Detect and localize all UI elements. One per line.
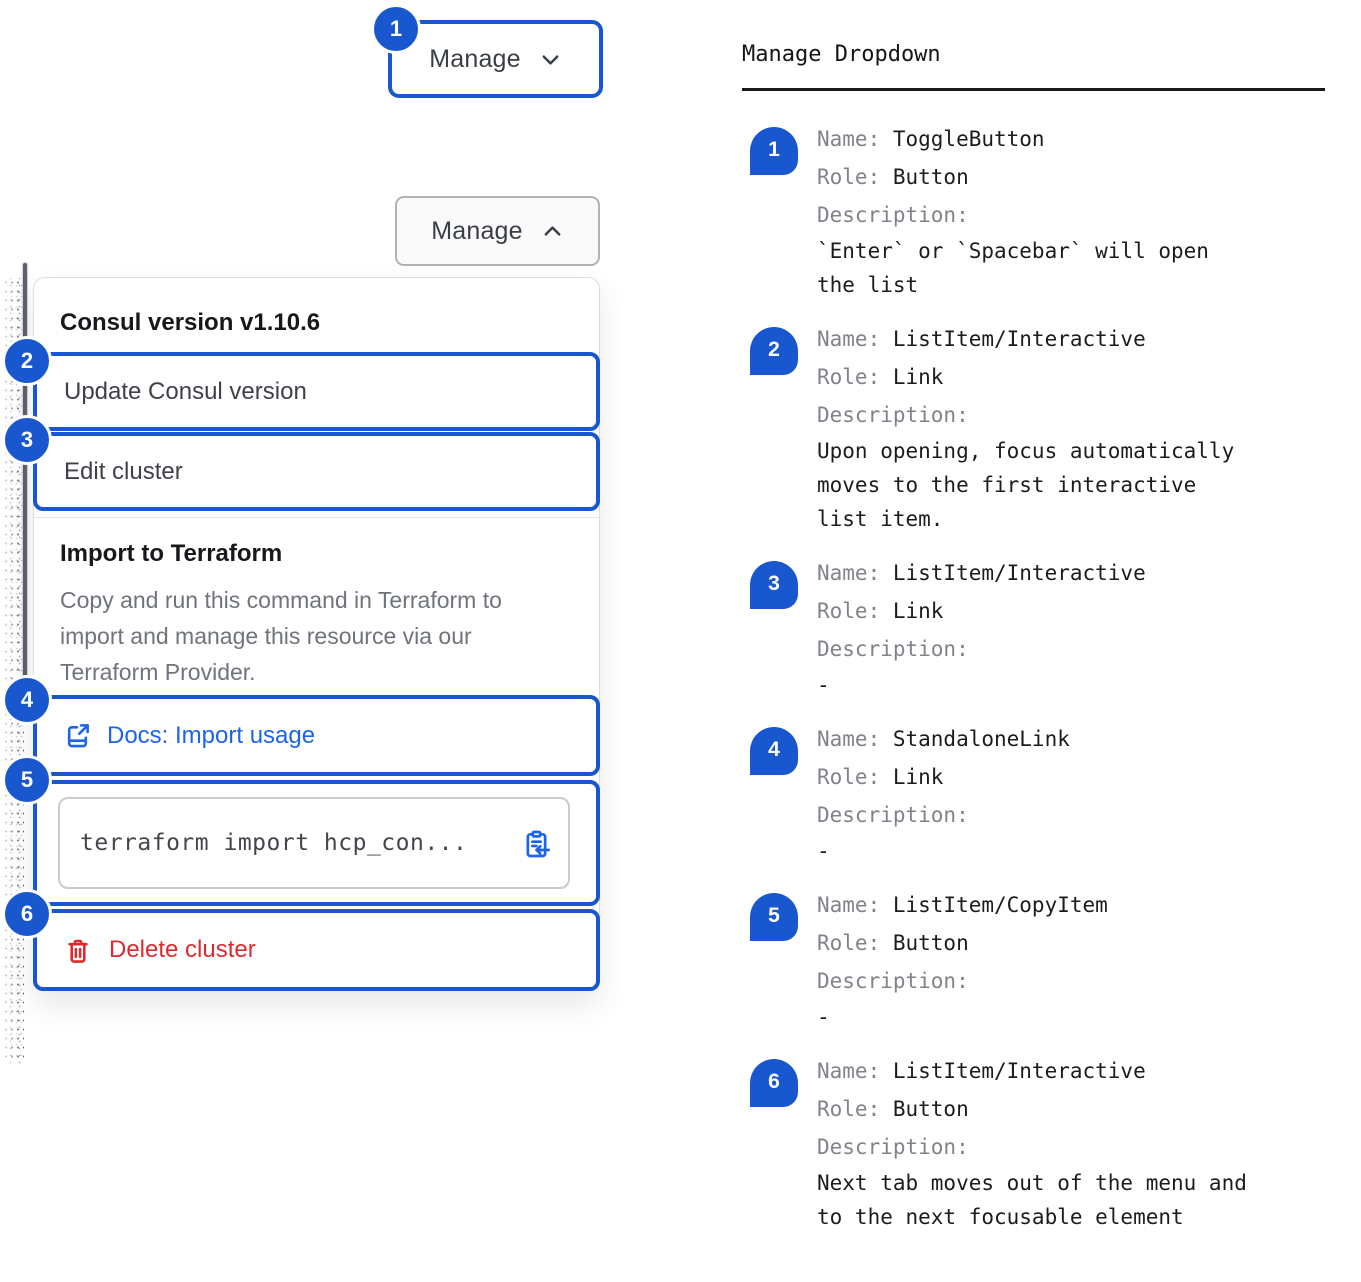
legend-panel: Manage Dropdown 1 Name: ToggleButton Role… — [742, 40, 1327, 1252]
description-label: Description: — [817, 1135, 969, 1159]
name-label: Name: — [817, 893, 881, 917]
role-value: Button — [892, 931, 969, 955]
description-label: Description: — [817, 969, 969, 993]
dropdown-item-label: Update Consul version — [64, 377, 307, 405]
description-label: Description: — [817, 637, 969, 661]
badge-number: 3 — [20, 427, 34, 452]
manage-toggle-button-open[interactable]: Manage — [395, 196, 600, 266]
legend-item-4: 4 Name: StandaloneLink Role: Link Descript… — [742, 720, 1327, 868]
role-value: Button — [892, 1097, 969, 1121]
name-label: Name: — [817, 561, 881, 585]
name-value: ToggleButton — [892, 127, 1045, 151]
name-label: Name: — [817, 127, 881, 151]
import-section-title: Import to Terraform — [60, 540, 283, 567]
badge-number: 2 — [768, 338, 780, 361]
dropdown-item-copy-command[interactable]: terraform import hcp_con... — [33, 780, 600, 906]
copy-code-field[interactable]: terraform import hcp_con... — [58, 797, 570, 889]
role-value: Link — [892, 599, 944, 623]
legend-badge-5: 5 — [750, 893, 798, 941]
annotation-badge-1: 1 — [371, 4, 421, 54]
legend-title-rule — [742, 88, 1325, 91]
annotation-badge-4: 4 — [2, 675, 52, 725]
dropdown-item-update-consul[interactable]: Update Consul version — [33, 352, 600, 431]
legend-list: 1 Name: ToggleButton Role: Button Descript… — [742, 120, 1327, 1234]
role-label: Role: — [817, 365, 881, 389]
legend-item-2: 2 Name: ListItem/Interactive Role: Link De… — [742, 320, 1327, 536]
name-value: ListItem/CopyItem — [892, 893, 1108, 917]
badge-number: 4 — [768, 738, 780, 761]
legend-badge-1: 1 — [750, 127, 798, 175]
clipboard-copy-icon[interactable] — [521, 828, 552, 859]
badge-number: 1 — [768, 138, 780, 161]
description-value: `Enter` or `Spacebar` will open the list — [817, 239, 1209, 297]
legend-badge-6: 6 — [750, 1059, 798, 1107]
legend-item-6: 6 Name:ListItem/Interactive Role:Button … — [742, 1052, 1327, 1234]
manage-toggle-label: Manage — [429, 44, 521, 73]
description-value: Next tab moves out of the menu and to th… — [817, 1171, 1247, 1229]
role-label: Role: — [817, 165, 881, 189]
name-label: Name: — [817, 727, 881, 751]
role-label: Role: — [817, 599, 881, 623]
role-value: Link — [892, 765, 944, 789]
dropdown-divider — [34, 517, 599, 518]
delete-cluster-label: Delete cluster — [109, 936, 256, 963]
legend-title: Manage Dropdown — [742, 42, 941, 67]
description-label: Description: — [817, 203, 969, 227]
trash-icon — [64, 936, 92, 964]
role-label: Role: — [817, 1097, 881, 1121]
role-value: Link — [892, 365, 944, 389]
name-label: Name: — [817, 1059, 881, 1083]
annotation-badge-2: 2 — [2, 336, 52, 386]
role-value: Button — [892, 165, 969, 189]
dropdown-item-docs-link[interactable]: Docs: Import usage — [33, 695, 600, 776]
badge-number: 6 — [768, 1070, 780, 1093]
name-value: StandaloneLink — [892, 727, 1070, 751]
name-value: ListItem/Interactive — [892, 327, 1146, 351]
docs-link-label: Docs: Import usage — [107, 721, 316, 749]
legend-badge-2: 2 — [750, 327, 798, 375]
manage-toggle-button[interactable]: Manage — [388, 20, 603, 98]
badge-number: 4 — [20, 687, 34, 712]
description-value: - — [817, 1005, 830, 1029]
role-label: Role: — [817, 931, 881, 955]
name-value: ListItem/Interactive — [892, 1059, 1146, 1083]
description-value: Upon opening, focus automatically moves … — [817, 439, 1235, 531]
crop-edge-line — [23, 263, 27, 704]
import-section-description: Copy and run this command in Terraform t… — [60, 587, 502, 685]
external-link-icon — [64, 722, 91, 749]
description-label: Description: — [817, 803, 969, 827]
badge-number: 6 — [20, 901, 34, 926]
dropdown-version-header: Consul version v1.10.6 — [33, 295, 593, 351]
badge-number: 5 — [768, 904, 780, 927]
annotation-badge-5: 5 — [2, 755, 52, 805]
dropdown-item-edit-cluster[interactable]: Edit cluster — [33, 432, 600, 511]
badge-number: 5 — [20, 767, 34, 792]
badge-number: 2 — [20, 348, 34, 373]
name-value: ListItem/Interactive — [892, 561, 1146, 585]
terraform-command-text: terraform import hcp_con... — [80, 830, 468, 856]
annotation-badge-3: 3 — [2, 415, 52, 465]
badge-number: 3 — [768, 572, 780, 595]
dropdown-item-delete-cluster[interactable]: Delete cluster — [33, 909, 600, 991]
badge-number: 1 — [389, 16, 403, 41]
legend-badge-4: 4 — [750, 727, 798, 775]
legend-item-3: 3 Name: ListItem/Interactive Role: Link De… — [742, 554, 1327, 702]
name-label: Name: — [817, 327, 881, 351]
chevron-down-icon — [539, 48, 562, 71]
manage-toggle-label: Manage — [431, 216, 523, 245]
chevron-up-icon — [541, 220, 564, 243]
legend-badge-3: 3 — [750, 561, 798, 609]
description-value: - — [817, 839, 830, 863]
role-label: Role: — [817, 765, 881, 789]
legend-item-1: 1 Name: ToggleButton Role: Button Descript… — [742, 120, 1327, 302]
dropdown-item-label: Edit cluster — [64, 457, 183, 485]
description-value: - — [817, 673, 830, 697]
consul-version-text: Consul version v1.10.6 — [60, 309, 321, 336]
legend-item-5: 5 Name: ListItem/CopyItem Role: Button Des… — [742, 886, 1327, 1034]
crop-noise-edge — [3, 278, 24, 1064]
annotation-badge-6: 6 — [2, 889, 52, 939]
description-label: Description: — [817, 403, 969, 427]
